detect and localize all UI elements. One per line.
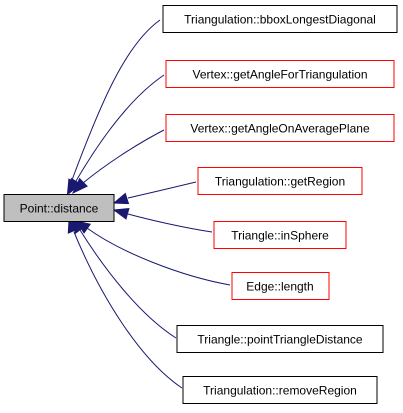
node-point-triangle-distance[interactable]: Triangle::pointTriangleDistance [176, 325, 384, 353]
node-remove-region[interactable]: Triangulation::removeRegion [182, 376, 378, 404]
node-point-distance: Point::distance [3, 194, 115, 222]
node-label: Point::distance [20, 202, 99, 216]
node-label: Vertex::getAngleForTriangulation [193, 68, 368, 82]
edge-getAngleOnAveragePlane [71, 129, 165, 195]
edge-getAngleForTriangulation [68, 74, 165, 195]
edge-pointTriangleDistance [71, 218, 177, 339]
node-edge-length[interactable]: Edge::length [231, 272, 330, 300]
edge-bboxLongestDiagonal [66, 19, 161, 196]
node-get-angle-for-triangulation[interactable]: Vertex::getAngleForTriangulation [165, 60, 395, 88]
node-label: Triangle::pointTriangleDistance [197, 333, 363, 347]
node-get-angle-on-average-plane[interactable]: Vertex::getAngleOnAveragePlane [165, 114, 395, 142]
edge-getRegion [112, 181, 197, 205]
node-label: Triangulation::bboxLongestDiagonal [184, 13, 376, 27]
edge-inSphere [112, 208, 213, 233]
node-label: Triangle::inSphere [231, 229, 329, 243]
node-label: Edge::length [246, 280, 313, 294]
node-label: Triangulation::getRegion [215, 175, 345, 189]
node-bbox-longest-diagonal[interactable]: Triangulation::bboxLongestDiagonal [162, 5, 398, 33]
edge-removeRegion [67, 218, 183, 389]
node-in-sphere[interactable]: Triangle::inSphere [213, 221, 347, 249]
node-label: Triangulation::removeRegion [203, 384, 357, 398]
node-get-region[interactable]: Triangulation::getRegion [197, 167, 363, 195]
node-label: Vertex::getAngleOnAveragePlane [190, 122, 370, 136]
edge-length [74, 220, 231, 286]
